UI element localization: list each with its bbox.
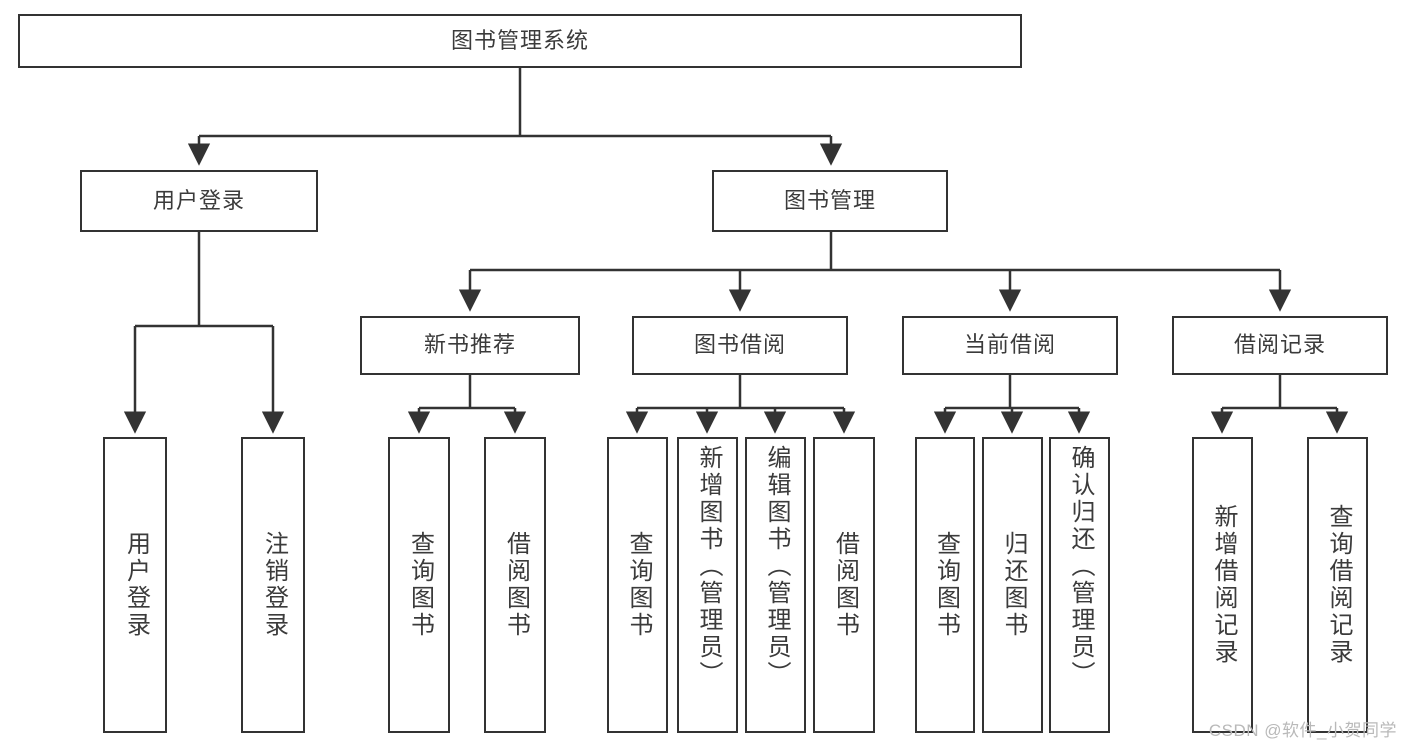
node-borrow-record[interactable]: 借阅记录 [1172,316,1388,375]
leaf-query-book-3[interactable]: 查询图书 [915,437,975,733]
leaf-logout-label: 注销登录 [260,531,288,639]
node-book-manage[interactable]: 图书管理 [712,170,948,232]
leaf-query-book-3-label: 查询图书 [932,531,960,639]
node-new-book-recommend-label: 新书推荐 [423,332,516,358]
leaf-edit-book[interactable]: 编辑图书（管理员） [745,437,806,733]
leaf-logout[interactable]: 注销登录 [241,437,305,733]
leaf-user-login-label: 用户登录 [122,531,150,639]
leaf-borrow-book-1-label: 借阅图书 [502,531,530,639]
leaf-return-book-label: 归还图书 [999,531,1027,639]
leaf-add-book[interactable]: 新增图书（管理员） [677,437,738,733]
leaf-query-book-1-label: 查询图书 [406,531,434,639]
leaf-confirm-return[interactable]: 确认归还（管理员） [1049,437,1110,733]
node-user-login-label: 用户登录 [152,187,245,213]
node-root[interactable]: 图书管理系统 [18,14,1022,68]
node-user-login[interactable]: 用户登录 [80,170,318,232]
node-new-book-recommend[interactable]: 新书推荐 [360,316,580,375]
node-book-manage-label: 图书管理 [783,187,876,213]
leaf-edit-book-label: 编辑图书（管理员） [762,445,790,688]
leaf-query-book-2[interactable]: 查询图书 [607,437,668,733]
leaf-borrow-book-2-label: 借阅图书 [831,531,859,639]
leaf-query-book-2-label: 查询图书 [624,531,652,639]
node-root-label: 图书管理系统 [450,27,589,53]
node-book-borrow[interactable]: 图书借阅 [632,316,848,375]
node-borrow-record-label: 借阅记录 [1233,332,1326,358]
leaf-user-login[interactable]: 用户登录 [103,437,167,733]
node-current-borrow[interactable]: 当前借阅 [902,316,1118,375]
leaf-query-record[interactable]: 查询借阅记录 [1307,437,1368,733]
leaf-query-record-label: 查询借阅记录 [1324,504,1352,666]
leaf-confirm-return-label: 确认归还（管理员） [1066,445,1094,688]
node-book-borrow-label: 图书借阅 [693,332,786,358]
leaf-add-record-label: 新增借阅记录 [1209,504,1237,666]
leaf-return-book[interactable]: 归还图书 [982,437,1043,733]
leaf-borrow-book-1[interactable]: 借阅图书 [484,437,546,733]
leaf-add-book-label: 新增图书（管理员） [694,445,722,688]
watermark: CSDN @软件_小贺同学 [1208,721,1397,740]
leaf-borrow-book-2[interactable]: 借阅图书 [813,437,875,733]
leaf-query-book-1[interactable]: 查询图书 [388,437,450,733]
node-current-borrow-label: 当前借阅 [963,332,1056,358]
leaf-add-record[interactable]: 新增借阅记录 [1192,437,1253,733]
